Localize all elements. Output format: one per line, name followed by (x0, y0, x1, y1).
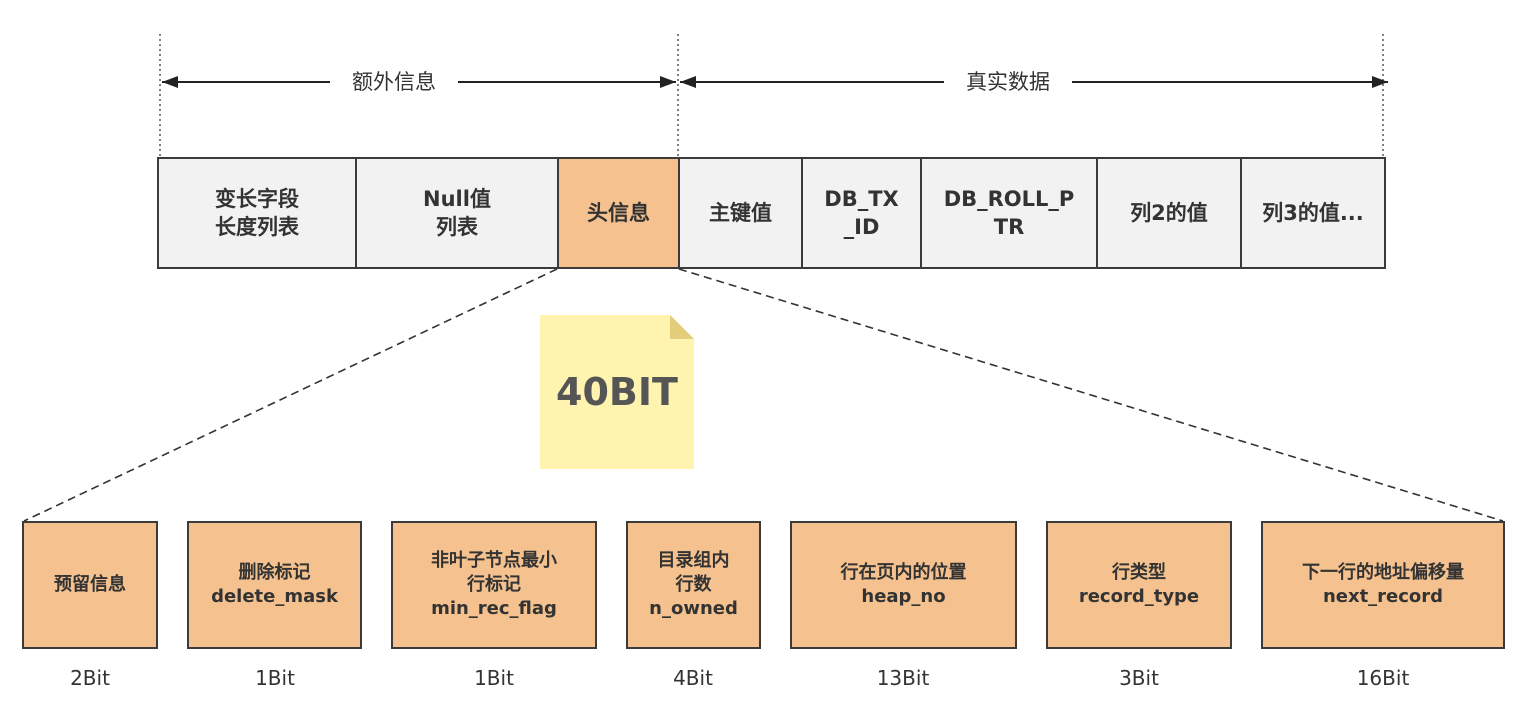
cell-label: DB_TX _ID (824, 187, 899, 239)
cell-header-info: 头信息 (557, 157, 680, 269)
cell-db-roll-ptr: DB_ROLL_P TR (920, 157, 1098, 269)
bits-reserved: 2Bit (70, 666, 110, 690)
bits-delete-mask: 1Bit (255, 666, 295, 690)
bits-min-rec-flag: 1Bit (474, 666, 514, 690)
field-record-type: 行类型 record_type (1046, 521, 1232, 649)
field-label: 行类型 record_type (1078, 562, 1200, 607)
zoom-line-right (678, 268, 1504, 522)
field-label: 非叶子节点最小 行标记 min_rec_flag (431, 550, 557, 619)
bits-next-record: 16Bit (1356, 666, 1410, 690)
cell-primary-key: 主键值 (678, 157, 803, 269)
field-n-owned: 目录组内 行数 n_owned (626, 521, 761, 649)
field-heap-no: 行在页内的位置 heap_no (790, 521, 1017, 649)
field-label: 目录组内 行数 n_owned (649, 550, 738, 619)
field-min-rec-flag: 非叶子节点最小 行标记 min_rec_flag (391, 521, 597, 649)
cell-label: 列2的值 (1130, 201, 1208, 225)
sticky-note-text: 40BIT (556, 370, 678, 414)
sticky-note (540, 315, 694, 469)
cell-label: Null值 列表 (423, 187, 491, 239)
field-label: 删除标记 delete_mask (211, 562, 338, 607)
bits-n-owned: 4Bit (673, 666, 713, 690)
cell-variable-length-list: 变长字段 长度列表 (157, 157, 357, 269)
cell-label: 头信息 (587, 201, 650, 225)
extra-info-label: 额外信息 (330, 66, 458, 98)
field-delete-mask: 删除标记 delete_mask (187, 521, 362, 649)
cell-label: DB_ROLL_P TR (943, 187, 1075, 239)
cell-column-3: 列3的值... (1240, 157, 1386, 269)
cell-label: 列3的值... (1262, 201, 1364, 225)
bits-heap-no: 13Bit (876, 666, 930, 690)
extra-info-arrowhead-left (162, 76, 178, 88)
extra-info-arrowhead-right (660, 76, 676, 88)
field-next-record: 下一行的地址偏移量 next_record (1261, 521, 1505, 649)
field-reserved: 预留信息 (22, 521, 158, 649)
field-label: 预留信息 (54, 574, 126, 595)
cell-null-list: Null值 列表 (355, 157, 559, 269)
bits-record-type: 3Bit (1119, 666, 1159, 690)
cell-column-2: 列2的值 (1096, 157, 1242, 269)
real-data-arrowhead-left (680, 76, 696, 88)
field-label: 行在页内的位置 heap_no (840, 562, 967, 607)
zoom-line-left (23, 268, 558, 522)
cell-label: 主键值 (709, 201, 772, 225)
real-data-label: 真实数据 (944, 66, 1072, 98)
real-data-arrowhead-right (1372, 76, 1388, 88)
cell-db-tx-id: DB_TX _ID (801, 157, 922, 269)
field-label: 下一行的地址偏移量 next_record (1302, 562, 1464, 607)
cell-label: 变长字段 长度列表 (215, 187, 299, 239)
